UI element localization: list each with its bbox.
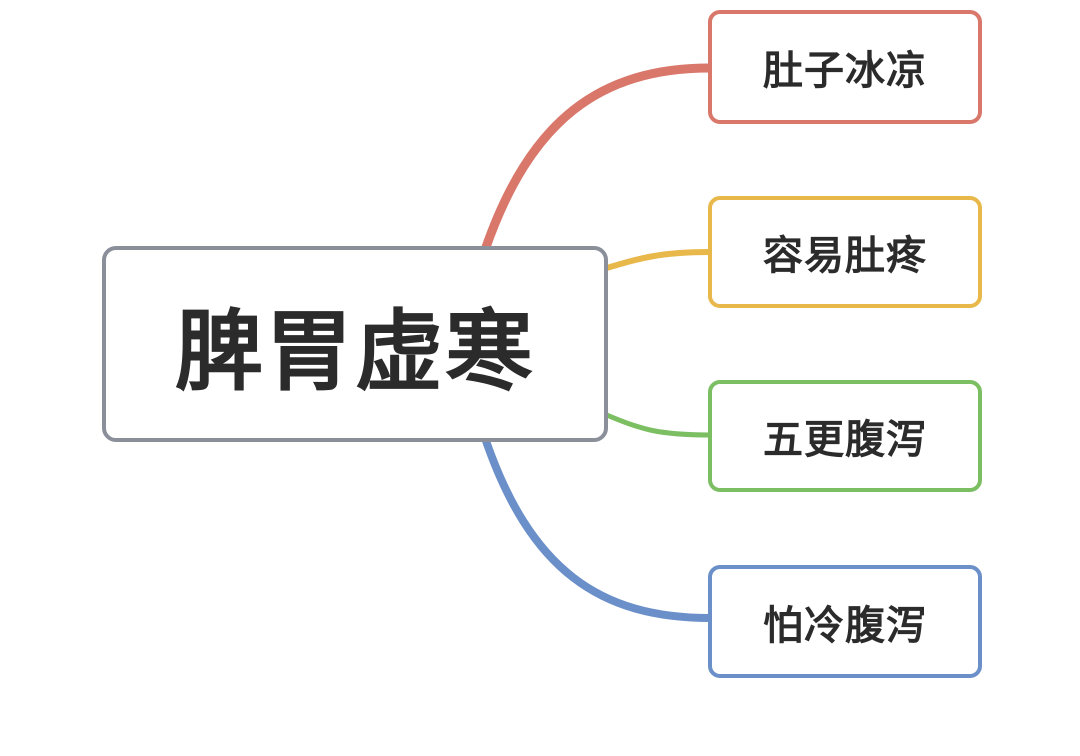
central-topic: 脾胃虚寒: [102, 246, 608, 442]
branch-node-2: 容易肚疼: [708, 196, 982, 308]
branch-node-1: 肚子冰凉: [708, 10, 982, 124]
branch-node-4: 怕冷腹泻: [708, 565, 982, 678]
connector-2: [599, 249, 711, 273]
branch-node-3: 五更腹泻: [708, 380, 982, 492]
connector-1: [480, 63, 715, 255]
connector-3: [598, 409, 711, 438]
connector-4: [481, 434, 714, 622]
